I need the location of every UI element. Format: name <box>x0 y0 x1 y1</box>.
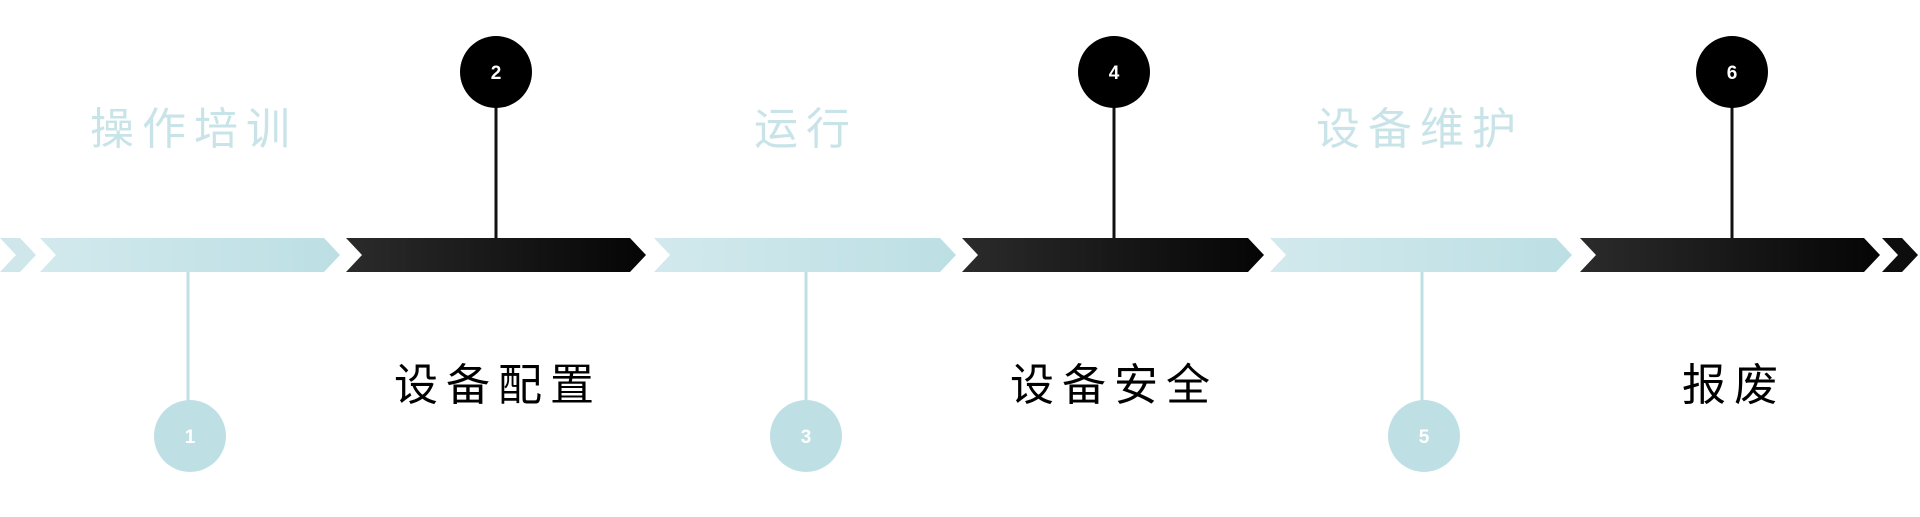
step-5-marker <box>1388 400 1460 472</box>
trailing-chevron <box>1882 238 1918 272</box>
step-3-marker <box>770 400 842 472</box>
step-3-arrow <box>654 238 956 272</box>
step-4-number: 4 <box>1109 63 1120 84</box>
step-2: 2 设备配置 <box>346 36 646 411</box>
step-5: 5 设备维护 <box>1270 104 1572 472</box>
step-4-arrow <box>962 238 1264 272</box>
step-3: 3 运行 <box>654 104 956 472</box>
step-2-marker <box>460 36 532 108</box>
step-1: 1 操作培训 <box>40 104 340 472</box>
step-3-number: 3 <box>801 427 812 448</box>
step-2-label: 设备配置 <box>394 360 602 411</box>
step-1-label: 操作培训 <box>90 104 298 155</box>
step-4-label: 设备安全 <box>1010 360 1218 411</box>
step-1-arrow <box>40 238 340 272</box>
step-4: 4 设备安全 <box>962 36 1264 411</box>
step-6: 6 报废 <box>1580 36 1880 411</box>
step-5-arrow <box>1270 238 1572 272</box>
step-2-arrow <box>346 238 646 272</box>
step-5-label: 设备维护 <box>1316 104 1524 155</box>
step-2-number: 2 <box>491 63 502 84</box>
step-1-marker <box>154 400 226 472</box>
leading-chevron <box>0 238 36 272</box>
step-1-number: 1 <box>185 427 196 448</box>
step-6-arrow <box>1580 238 1880 272</box>
step-5-number: 5 <box>1419 427 1430 448</box>
step-6-marker <box>1696 36 1768 108</box>
step-6-label: 报废 <box>1682 360 1786 411</box>
step-3-label: 运行 <box>754 104 858 155</box>
step-6-number: 6 <box>1727 63 1738 84</box>
step-4-marker <box>1078 36 1150 108</box>
